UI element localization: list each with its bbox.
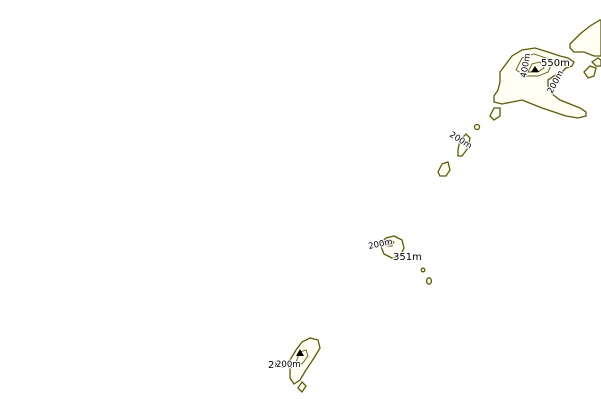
peak-north-triangle-icon	[531, 66, 539, 72]
contour-label-south-200: 200m	[276, 360, 301, 370]
islet-chain-2	[473, 123, 481, 131]
peak-middle-triangle-icon	[385, 239, 393, 245]
peak-middle-label: 351m	[393, 252, 422, 263]
islet-ne-2	[590, 57, 601, 67]
peak-south-triangle-icon	[296, 349, 304, 356]
peak-north-label: 550m	[541, 58, 570, 69]
island-north	[493, 47, 587, 119]
island-northeast-edge	[569, 19, 601, 57]
islet-middle-2	[425, 277, 433, 285]
islet-chain-1	[489, 107, 501, 121]
islet-south-1	[297, 380, 307, 394]
islet-ne-1	[583, 65, 597, 79]
islet-chain-3	[457, 133, 471, 157]
islet-chain-4	[437, 161, 451, 177]
islet-middle-1	[420, 267, 426, 273]
peak-south-label: 289m	[268, 360, 297, 371]
